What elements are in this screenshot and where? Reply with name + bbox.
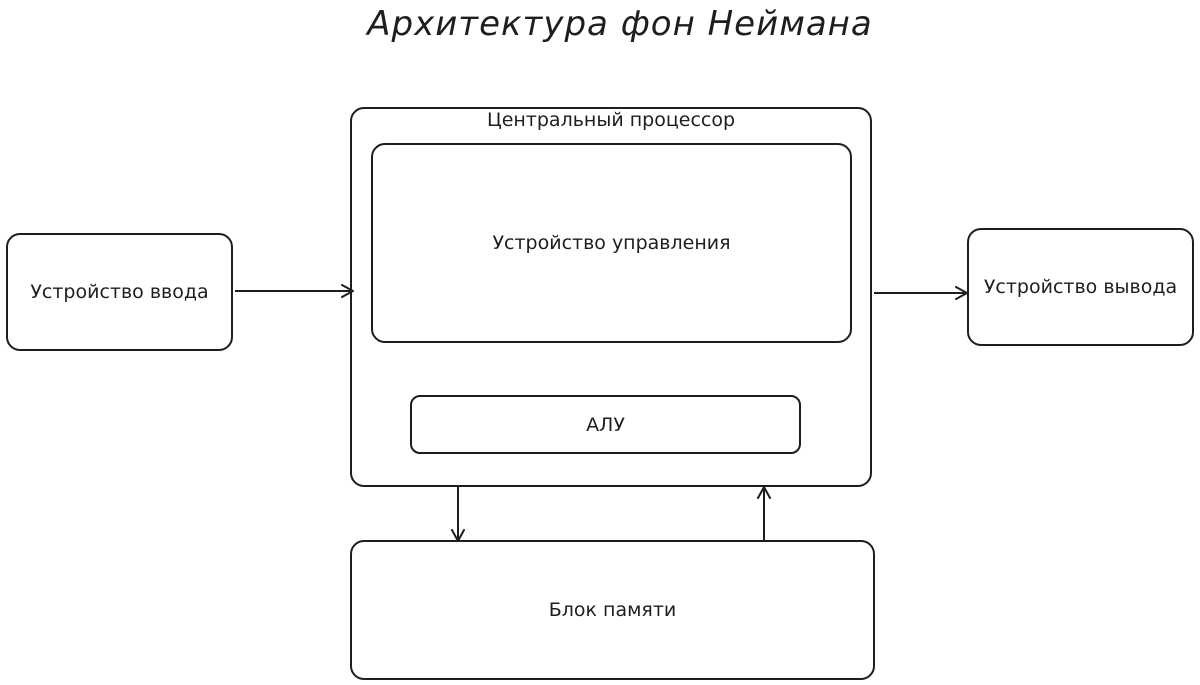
memory-label: Блок памяти: [548, 599, 677, 621]
memory-node[interactable]: Блок памяти: [350, 540, 875, 680]
diagram-title: Архитектура фон Неймана: [367, 4, 873, 44]
input-device-node[interactable]: Устройство ввода: [6, 233, 233, 351]
alu-node[interactable]: АЛУ: [410, 395, 801, 454]
output-device-node[interactable]: Устройство вывода: [967, 228, 1194, 346]
control-unit-node[interactable]: Устройство управления: [371, 143, 852, 343]
control-unit-label: Устройство управления: [492, 232, 731, 254]
alu-label: АЛУ: [586, 413, 625, 436]
cpu-label: Центральный процессор: [486, 109, 736, 131]
output-device-label: Устройство вывода: [983, 276, 1178, 298]
input-device-label: Устройство ввода: [30, 281, 209, 303]
